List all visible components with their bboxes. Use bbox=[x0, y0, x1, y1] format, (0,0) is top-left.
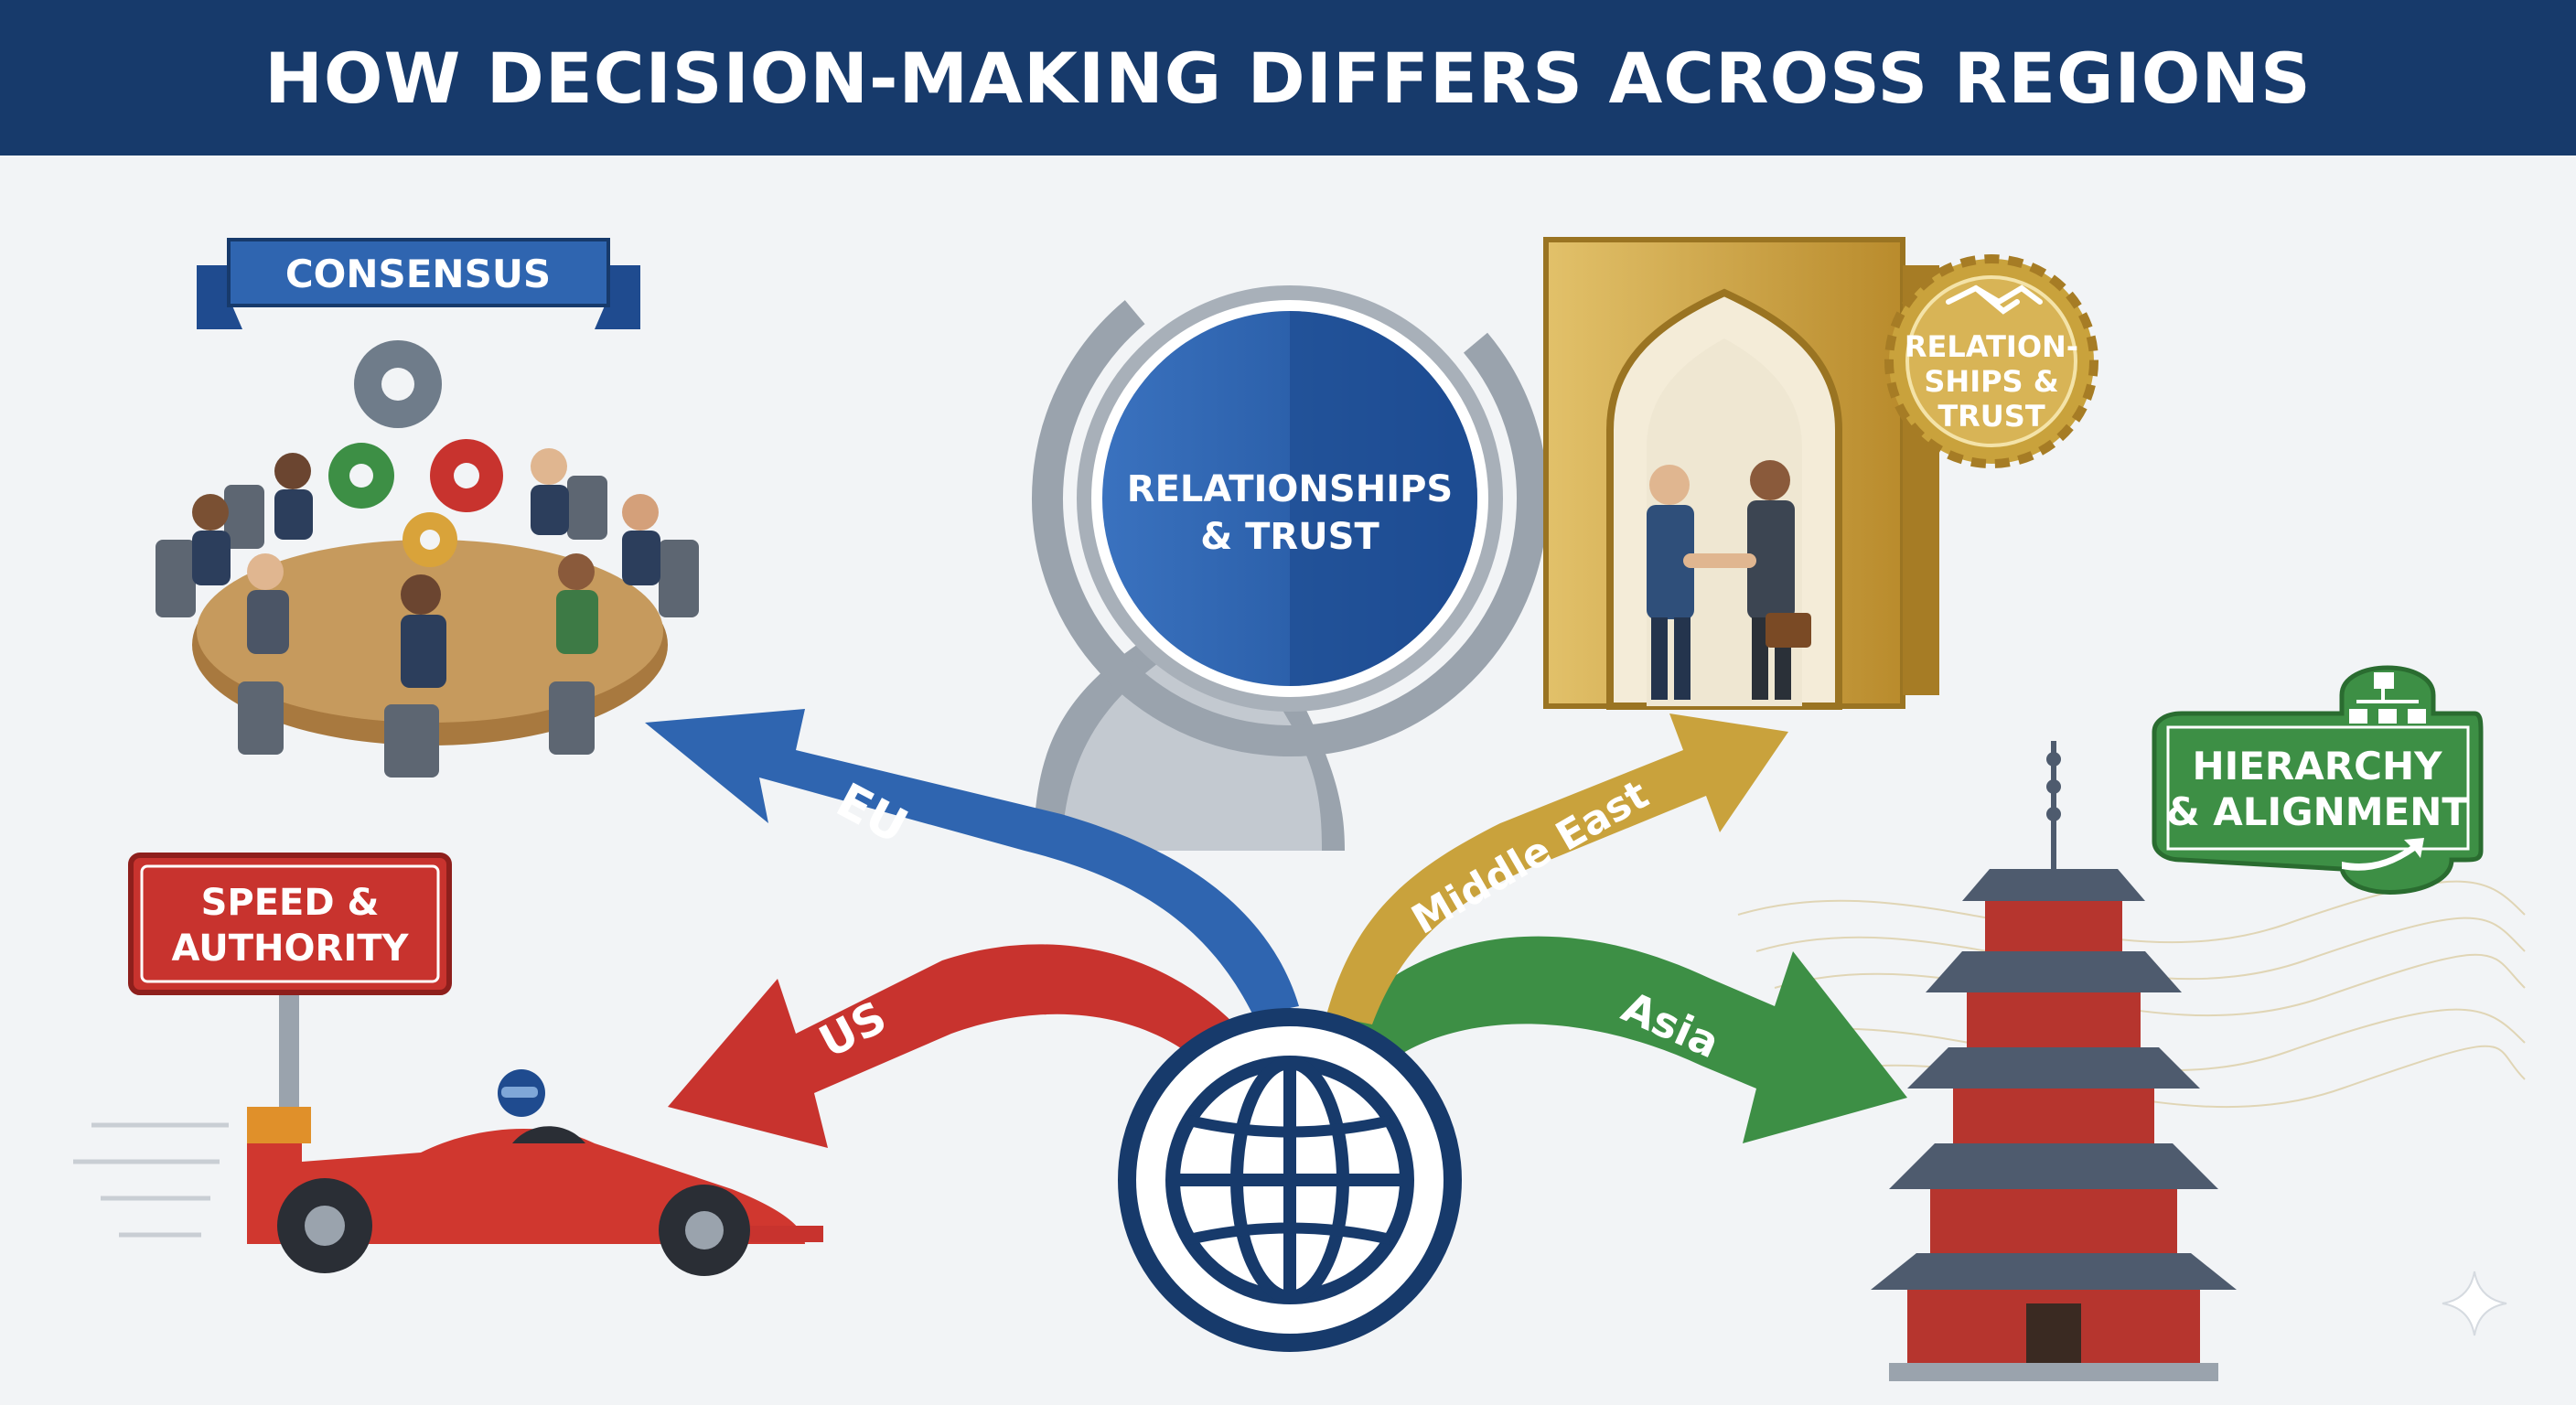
pagoda-icon bbox=[1871, 741, 2237, 1381]
seal-line3: TRUST bbox=[1937, 399, 2045, 434]
eu-arrow bbox=[645, 709, 1299, 1015]
handshake-businessmen-illustration bbox=[1647, 460, 1811, 700]
diagram-canvas: RELATIONSHIPS & TRUST Asia US EU Middle … bbox=[73, 237, 2526, 1381]
consensus-label: CONSENSUS bbox=[285, 252, 551, 296]
diagram-stage: RELATIONSHIPS & TRUST Asia US EU Middle … bbox=[0, 156, 2576, 1405]
seal-line1: RELATION- bbox=[1905, 329, 2078, 364]
speed-authority-line1: SPEED & bbox=[201, 882, 380, 924]
consensus-banner bbox=[197, 238, 640, 329]
seal-line2: SHIPS & bbox=[1924, 364, 2058, 399]
asia-arrow bbox=[1345, 936, 1907, 1143]
race-car-icon bbox=[73, 1069, 823, 1276]
speed-authority-line2: AUTHORITY bbox=[172, 928, 410, 970]
speed-authority-sign bbox=[128, 853, 452, 1134]
sparkle-icon bbox=[2442, 1271, 2507, 1336]
hierarchy-line2: & ALIGNMENT bbox=[2166, 789, 2468, 834]
hierarchy-line1: HIERARCHY bbox=[2192, 744, 2442, 788]
center-label-line1: RELATIONSHIPS bbox=[1127, 468, 1453, 510]
hierarchy-alignment-badge bbox=[2152, 665, 2484, 895]
middle-east-arrow bbox=[1326, 713, 1788, 1024]
globe-icon bbox=[1118, 1008, 1462, 1352]
archway-icon bbox=[1543, 237, 1939, 710]
relationships-trust-seal bbox=[1884, 254, 2098, 468]
org-chart-icon bbox=[2349, 672, 2426, 724]
center-label-line2: & TRUST bbox=[1200, 516, 1379, 558]
us-arrow bbox=[668, 944, 1235, 1148]
magnifier-icon bbox=[1032, 241, 1548, 851]
page-title: HOW DECISION-MAKING DIFFERS ACROSS REGIO… bbox=[264, 37, 2312, 119]
handshake-icon bbox=[1946, 284, 2043, 315]
meeting-table-illustration bbox=[156, 448, 699, 778]
gear-icon bbox=[328, 340, 503, 567]
header-bar: HOW DECISION-MAKING DIFFERS ACROSS REGIO… bbox=[0, 0, 2576, 156]
